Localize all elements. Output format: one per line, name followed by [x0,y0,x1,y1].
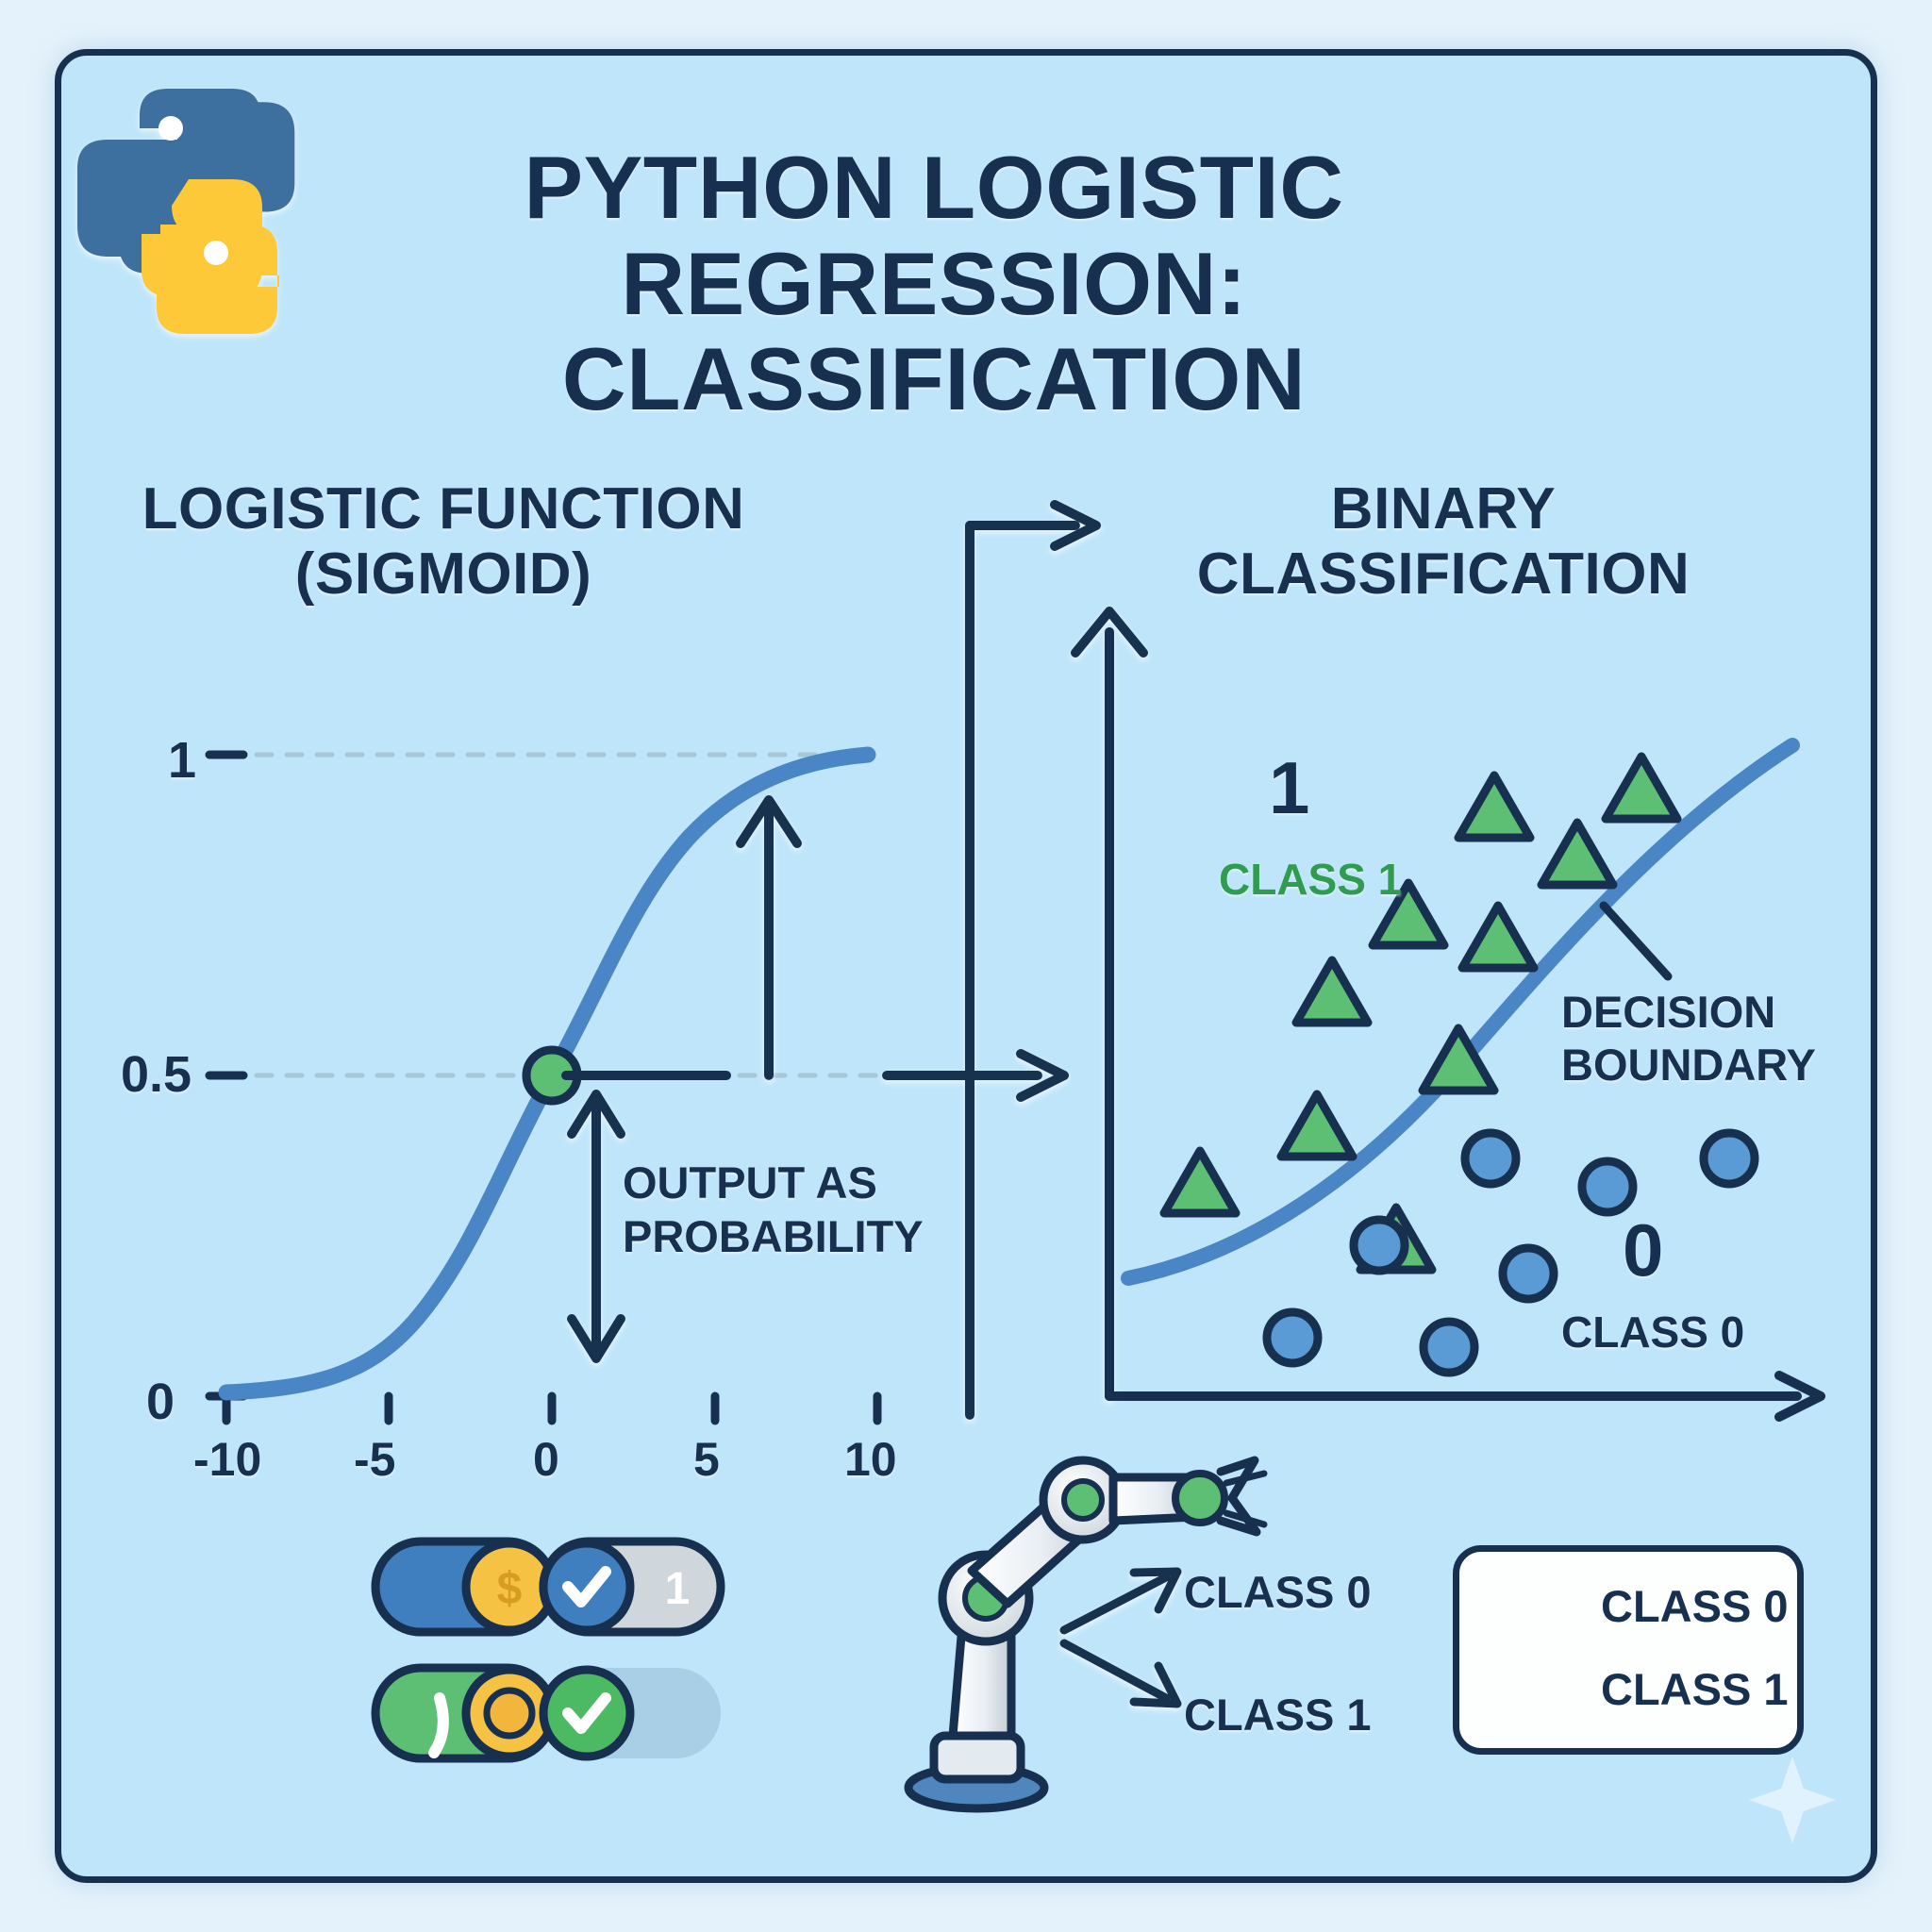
x-tick-label-minus5: -5 [354,1433,396,1486]
probability-up-arrow [736,795,802,1080]
robot-branch-label-class0: CLASS 0 [1184,1567,1372,1617]
left-panel-title-line1: LOGISTIC FUNCTION [142,476,745,541]
right-panel-title-line2: CLASSIFICATION [1196,541,1690,608]
robot-base-plinth [929,1731,1025,1784]
y-tick-label-1: 1 [168,732,197,789]
toggle-badge-1: 1 [665,1564,691,1614]
sigmoid-chart [205,712,939,1425]
circle-marker [1349,1215,1409,1275]
python-logo-icon [77,89,295,334]
triangle-marker [1159,1146,1241,1218]
page-title: PYTHON LOGISTIC REGRESSION: CLASSIFICATI… [524,138,1344,429]
legend-label-class1: CLASS 1 [1601,1664,1789,1714]
class0-markers [1262,1128,1759,1377]
toggle-coin-green[interactable] [371,1663,558,1763]
circle-marker [1460,1128,1521,1189]
toggle-switch-group: $ 1 [371,1537,725,1763]
triangle-marker [1418,1024,1499,1095]
output-probability-label: OUTPUT AS PROBABILITY [623,1156,934,1264]
circle-marker [1498,1243,1558,1304]
robot-gripper [1216,1456,1261,1537]
y-tick-label-05: 0.5 [121,1046,192,1103]
triangle-marker [1291,956,1373,1027]
legend-label-class0: CLASS 0 [1601,1581,1789,1631]
circle-marker [1262,1307,1323,1368]
right-panel-title-line1: BINARY [1330,476,1557,541]
left-panel-title: LOGISTIC FUNCTION (SIGMOID) [113,476,774,608]
legend-item-class0: CLASS 0 [1493,1580,1789,1632]
output-probability-line1: OUTPUT AS [623,1158,877,1208]
toggle-coin-blue[interactable]: $ [371,1537,558,1637]
x-tick-label-five: 5 [693,1433,720,1486]
output-probability-arrow [567,1090,625,1363]
classification-scatter [1105,627,1825,1422]
x-tick-label-zero: 0 [533,1433,559,1486]
triangle-marker [1276,1090,1357,1161]
decision-boundary-label: DECISION BOUNDARY [1561,986,1873,1092]
triangle-marker [1601,752,1682,824]
class1-markers [1159,752,1682,1274]
robot-joint-wrist [1172,1470,1228,1526]
legend-item-class1: CLASS 1 [1493,1663,1789,1715]
left-panel-title-line2: (SIGMOID) [294,541,592,608]
class0-region-digit: 0 [1623,1208,1664,1291]
decision-boundary-line2: BOUNDARY [1561,1040,1816,1091]
circle-marker [1419,1317,1479,1377]
triangle-marker [1457,901,1539,973]
decision-boundary-leader [1599,901,1673,981]
x-tick-label-ten: 10 [844,1433,897,1486]
triangle-marker [1537,818,1618,890]
decision-boundary-line1: DECISION [1561,987,1776,1037]
robot-branch-arrows [1059,1567,1182,1708]
toggle-check-blue[interactable]: 1 [539,1537,725,1637]
y-tick-label-0: 0 [146,1374,175,1430]
triangle-marker [1368,878,1449,950]
class1-region-label: CLASS 1 [1219,855,1403,904]
robot-branch-label-class1: CLASS 1 [1184,1690,1372,1740]
class1-region-digit: 1 [1269,746,1310,829]
circle-marker [1699,1128,1759,1189]
output-probability-line2: PROBABILITY [623,1211,924,1262]
svg-text:$: $ [497,1564,523,1614]
circle-marker [1577,1157,1638,1217]
sparkle-icon [1749,1757,1836,1843]
right-panel-title: BINARY CLASSIFICATION [1066,476,1821,608]
x-tick-label-minus10: -10 [193,1433,262,1486]
class0-region-label: CLASS 0 [1561,1307,1745,1357]
robot-arm-icon [904,1456,1268,1813]
triangle-marker [1454,771,1535,842]
toggle-check-green[interactable] [539,1665,721,1761]
legend: CLASS 0 CLASS 1 [1453,1545,1804,1755]
